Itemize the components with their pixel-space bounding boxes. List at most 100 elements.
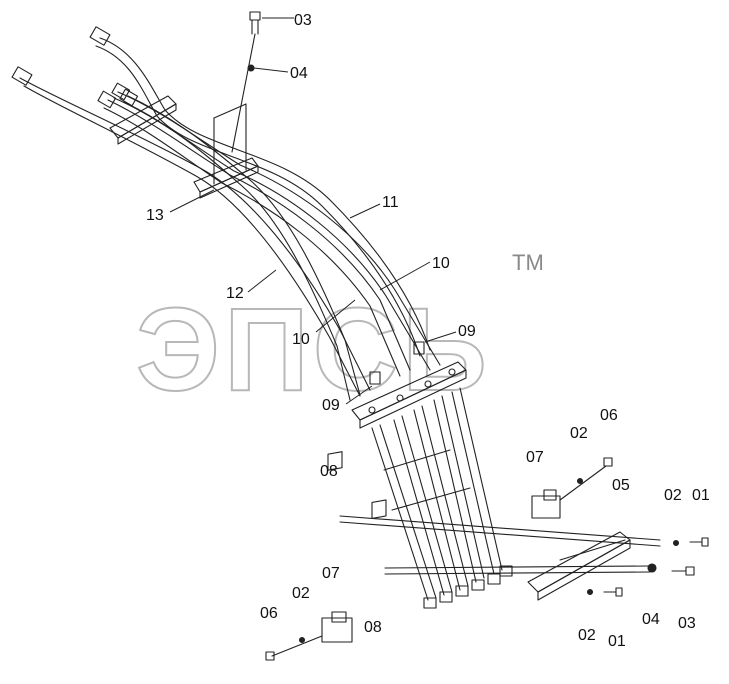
clamp-07-left: [271, 611, 353, 657]
bolt-03-top: [231, 11, 261, 153]
callout-01-bottom: 01: [608, 633, 626, 650]
hose-lower-2b: [401, 415, 453, 593]
hose-4: [117, 91, 441, 366]
bracket-05: [339, 515, 661, 601]
fitting-e: [119, 88, 139, 107]
callout-12: 12: [226, 285, 244, 302]
callout-02-bottom: 02: [578, 627, 596, 644]
bolt-03-bottom: [671, 566, 695, 576]
bolt-03-bottom-head: [685, 566, 695, 576]
leader-04-top: [253, 67, 289, 73]
callout-labels: 03 04 13 11 10 12 10 09 09 06 02 07 08 0…: [146, 12, 710, 650]
hose-lower-3b: [421, 405, 469, 587]
callout-03-top: 03: [294, 12, 312, 29]
bolt-axis-line: [231, 33, 256, 153]
leader-lines: [169, 17, 457, 405]
leader-09-left: [345, 385, 373, 405]
plate-08-lower: [371, 499, 387, 519]
hose-lower-5b: [459, 387, 503, 571]
clamp-07-right: [531, 465, 607, 519]
manifold-upper-side: [359, 369, 467, 429]
washer-02-left: [298, 636, 306, 644]
plate-08-upper: [327, 451, 343, 471]
port-2: [396, 394, 404, 402]
bolt-01-far-head: [701, 537, 709, 547]
fitting-c: [97, 90, 117, 109]
hose-lower-4b: [441, 395, 485, 579]
hose-lower-3: [413, 409, 461, 591]
port-3: [424, 380, 432, 388]
callout-10-upper: 10: [432, 255, 450, 272]
hose-lower-1b: [379, 424, 437, 599]
hose-band-1: [383, 449, 451, 471]
hose-lower-1: [371, 427, 429, 601]
callout-06-right: 06: [600, 407, 618, 424]
bracket-05-top: [527, 531, 631, 593]
hose-1b: [23, 85, 361, 397]
clamp-07r-cap: [543, 489, 557, 501]
clamp-07r-body: [531, 495, 561, 519]
callout-04-top: 04: [290, 65, 308, 82]
fitting-bot-4: [471, 579, 485, 591]
callout-09-left: 09: [322, 397, 340, 414]
fitting-bot-5: [487, 573, 501, 585]
fitting-bot-2: [439, 591, 453, 603]
bracket-05-ridge: [559, 539, 626, 561]
fitting-d: [111, 82, 131, 101]
hose-fittings-top: [11, 26, 139, 109]
leader-09-right: [424, 331, 457, 343]
clamp-07l-axis: [271, 635, 323, 657]
washer-04-bottom: [647, 563, 657, 573]
washer-02-right: [576, 477, 584, 485]
hose-2b: [95, 45, 421, 357]
leader-11: [349, 203, 381, 219]
leader-12: [247, 269, 277, 293]
rod-upper-a: [339, 515, 661, 541]
fitting-bot-6: [499, 565, 513, 577]
clamp-upper: [109, 95, 177, 145]
watermark-text: ЭПСЬ: [136, 284, 491, 416]
hose-lower-2: [393, 419, 445, 596]
hose-fittings-bottom: [423, 565, 513, 609]
leader-13: [169, 189, 215, 213]
leader-10-upper: [379, 261, 431, 291]
callout-01-far: 01: [692, 487, 710, 504]
callout-05: 05: [612, 477, 630, 494]
leader-10-lower: [315, 299, 356, 333]
port-1: [368, 406, 376, 414]
hose-lower-4: [433, 399, 477, 583]
rod-lower-a: [384, 565, 651, 569]
callout-02-far: 02: [664, 487, 682, 504]
hose-5: [127, 95, 361, 396]
callout-09-right: 09: [458, 323, 476, 340]
clamp-plate-b: [117, 103, 177, 145]
bolt-06-right: [603, 457, 613, 467]
clamp-07l-cap: [331, 611, 347, 623]
washer-02-bottom: [586, 588, 594, 596]
hose-5b: [123, 101, 351, 401]
callout-13: 13: [146, 207, 164, 224]
clamp-07r-axis: [559, 465, 607, 501]
callout-08-upper: 08: [320, 463, 338, 480]
fitting-bot-1: [423, 597, 437, 609]
watermark-trademark: TM: [512, 250, 544, 275]
clamp-07l-body: [321, 617, 353, 643]
callout-08-lower: 08: [364, 619, 382, 636]
callout-04-bottom: 04: [642, 611, 660, 628]
callout-07-right: 07: [526, 449, 544, 466]
washer-04-top: [247, 64, 255, 72]
callout-03-bottom: 03: [678, 615, 696, 632]
hose-2: [99, 37, 431, 351]
hose-band-2: [391, 487, 471, 511]
washer-02-far: [672, 539, 680, 547]
manifold-block-upper: [351, 341, 467, 429]
clamp-13: [193, 103, 259, 199]
fitting-b: [89, 26, 111, 46]
callout-11: 11: [382, 194, 399, 211]
fitting-09-left: [369, 371, 381, 385]
callout-07-left: 07: [322, 565, 340, 582]
callout-10-lower: 10: [292, 331, 310, 348]
bolt-01-far: [689, 537, 709, 547]
bolt-01-bottom: [603, 587, 623, 597]
